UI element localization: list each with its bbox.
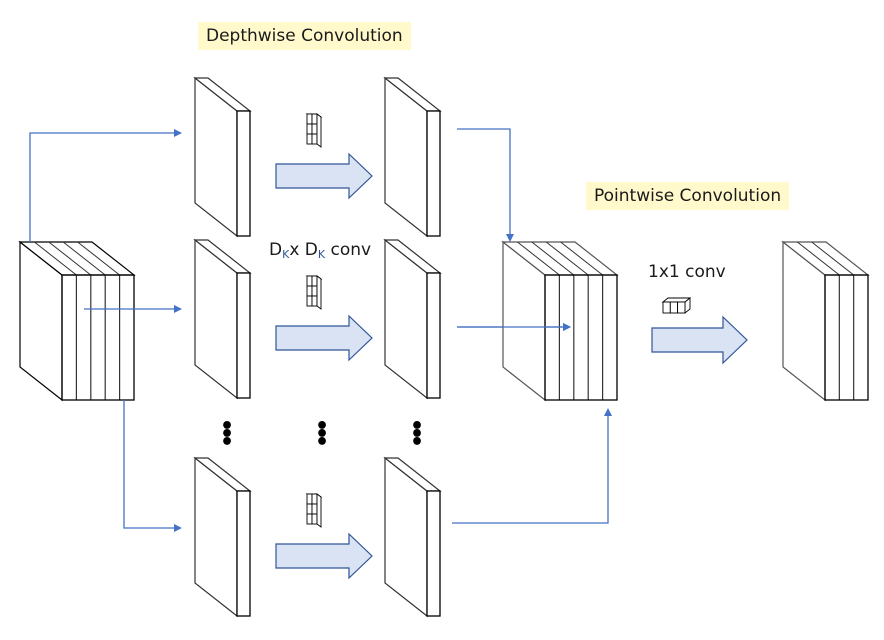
depthwise-input-plane (193, 456, 252, 618)
pointwise-kernel-icon (661, 297, 692, 314)
plane-front (426, 110, 441, 237)
kernel-side (316, 493, 322, 528)
connector-top-to-concat (457, 128, 514, 242)
depthwise-convolution-title: Depthwise Convolution (198, 22, 411, 50)
plane-front (236, 490, 251, 617)
depthwise-input-plane (193, 76, 252, 238)
depthwise-kernel-icon (305, 113, 323, 148)
channel-top-edge (531, 241, 575, 276)
kernel-side (316, 113, 322, 148)
depthwise-input-plane (193, 238, 252, 400)
kernel-cell (306, 133, 313, 145)
depthwise-block-arrow (275, 532, 373, 580)
kernel-cell (311, 113, 318, 125)
kernel-cell (306, 275, 313, 287)
kernel-cell (306, 493, 313, 505)
kernel-cell (306, 513, 313, 525)
connector-bottom-to-concat (452, 408, 612, 524)
channel-top-edge (62, 241, 106, 276)
channel-top-edge (517, 241, 560, 276)
pointwise-convolution-title: Pointwise Convolution (586, 182, 790, 210)
depthwise-row (193, 456, 442, 618)
output-feature-stack (781, 240, 870, 402)
kernel-cell (306, 503, 313, 515)
channel-top-edge (48, 241, 92, 276)
plane-front (236, 272, 251, 399)
conv-suffix: conv (325, 240, 372, 260)
channel-top-edge (545, 241, 589, 276)
kernel-cell (306, 113, 313, 125)
kernel-dim-1: D (269, 240, 283, 260)
channel-top-edge (77, 241, 120, 276)
times-symbol: x (289, 240, 305, 260)
depthwise-row (193, 238, 442, 400)
ellipsis-right: ••• (410, 414, 425, 455)
kernel-cell (311, 275, 318, 287)
kernel-cell (311, 285, 318, 297)
kernel-cell (311, 133, 318, 145)
depthwise-row (193, 76, 442, 238)
depthwise-output-plane (383, 456, 442, 618)
input-to-depthwise-connectors (29, 129, 182, 532)
depthwise-output-plane (383, 76, 442, 238)
depthwise-kernel-label: DKx DK conv (269, 240, 371, 261)
channel-top-edge (560, 241, 603, 276)
depthwise-kernel-icon (305, 275, 323, 310)
kernel-side (316, 275, 322, 310)
concatenated-stack (501, 240, 619, 402)
plane-front (426, 272, 441, 399)
kernel-cell (306, 123, 313, 135)
kernel-dim-2: D (304, 240, 318, 260)
kernel-dim-1-subscript: K (282, 248, 290, 261)
pointwise-block-arrow (651, 315, 748, 365)
ellipsis-left: ••• (220, 414, 235, 455)
depthwise-block-arrow (275, 152, 373, 200)
kernel-cell (306, 295, 313, 307)
depthwise-block-arrow (275, 314, 373, 362)
plane-front (236, 110, 251, 237)
plane-front (426, 490, 441, 617)
depthwise-rows (193, 76, 442, 618)
depthwise-output-plane (383, 238, 442, 400)
kernel-cell (311, 123, 318, 135)
connector-top (29, 129, 182, 242)
channel-top-edge (34, 241, 77, 276)
kernel-cell (311, 503, 318, 515)
kernel-dim-2-subscript: K (317, 248, 326, 261)
kernel-cell (311, 295, 318, 307)
ellipsis-middle: ••• (315, 414, 330, 455)
pointwise-kernel-label: 1x1 conv (648, 262, 726, 282)
kernel-cell (311, 513, 318, 525)
depthwise-kernel-icon (305, 493, 323, 528)
channel-top-edge (811, 241, 854, 276)
input-feature-stack (18, 240, 136, 402)
kernel-cell (311, 493, 318, 505)
kernel-cell (306, 285, 313, 297)
connector-bottom (123, 400, 182, 532)
channel-top-edge (797, 241, 840, 276)
